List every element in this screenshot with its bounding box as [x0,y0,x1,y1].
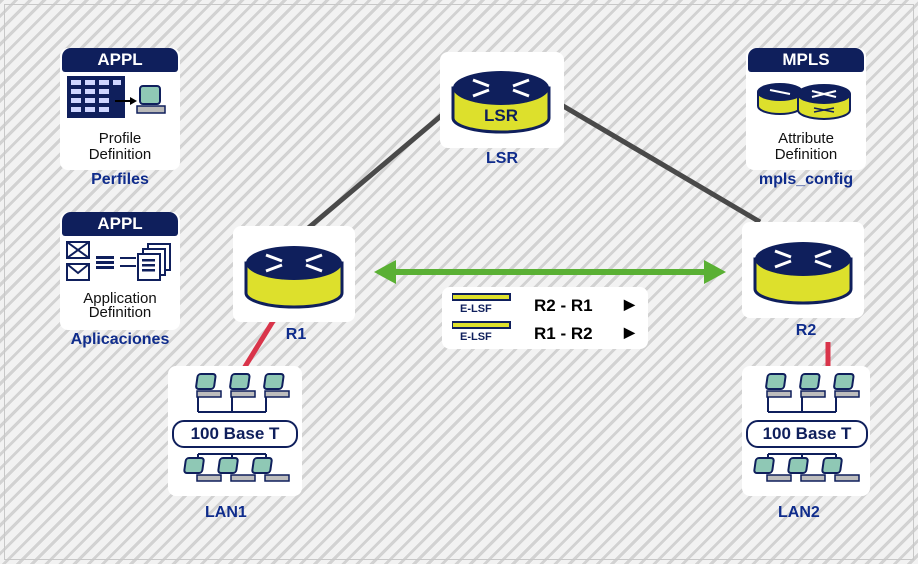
lsp-row-1[interactable]: R2 - R1 [534,296,593,315]
lsp-tag-2: E-LSF [460,331,492,343]
lan2-caption: LAN2 [778,504,820,521]
lan1-base: 100 Base T [172,420,298,448]
workstation-icon [217,457,256,482]
lsp-row-2[interactable]: R1 - R2 [534,324,593,343]
profile-badge: APPL [62,48,178,72]
lan1-caption: LAN1 [205,504,247,521]
mpls-caption: mpls_config [758,171,854,188]
router-icon [451,71,551,134]
lsp-double-arrow[interactable] [374,260,726,284]
workstation-icon [833,373,860,398]
workstation-icon [765,373,792,398]
r2-caption: R2 [795,322,817,339]
workstation-icon [263,373,290,398]
lsr-caption: LSR [486,150,518,167]
application-line1: Application [83,290,157,307]
application-badge: APPL [62,212,178,236]
lsp-tag-1: E-LSF [460,303,492,315]
router-icon [244,246,344,309]
workstation-icon [753,457,792,482]
profile-line2: Definition [88,146,152,163]
lan2-base: 100 Base T [746,420,868,448]
lan2-workstations [753,373,860,482]
lsp-bar-icon [452,321,511,329]
diagram-frame [4,4,914,560]
profile-config-icon [67,76,166,118]
mpls-line1: Attribute [778,130,834,147]
application-caption: Aplicaciones [70,331,170,348]
lan1-workstations [183,373,290,482]
link-lsr-r1 [298,108,450,237]
workstation-icon [229,373,256,398]
lsr-face-label: LSR [484,106,518,125]
router-icon [753,242,853,305]
lsp-arrow-2: ▶ [624,324,635,340]
r1-caption: R1 [285,326,307,343]
lsp-arrow-1: ▶ [624,296,635,312]
workstation-icon [251,457,290,482]
mpls-badge: MPLS [748,48,864,72]
workstation-icon [183,457,222,482]
workstation-icon [787,457,826,482]
lsp-bar-icon [452,293,511,301]
workstation-icon [799,373,826,398]
link-lsr-r2 [551,97,762,225]
mpls-line2: Definition [774,146,838,163]
mpls-config-icon [757,83,851,120]
application-line2: Definition [88,304,152,321]
profile-line1: Profile [98,130,142,147]
profile-caption: Perfiles [91,171,149,188]
workstation-icon [821,457,860,482]
application-config-icon [66,241,171,281]
workstation-icon [195,373,222,398]
